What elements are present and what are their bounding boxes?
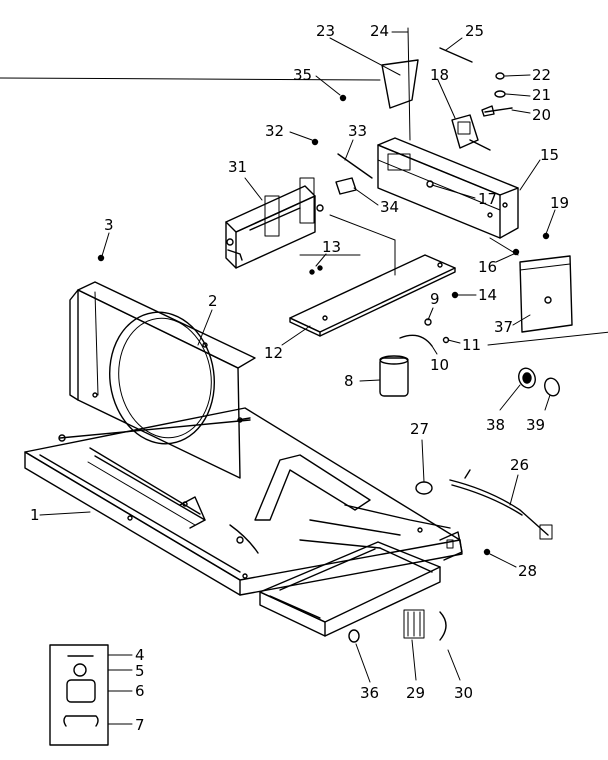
bracket-23 <box>381 27 419 141</box>
capacitor-strap <box>399 318 450 347</box>
label-30: 30 <box>454 684 473 702</box>
fan-shroud <box>69 281 256 479</box>
label-16: 16 <box>478 258 497 276</box>
label-20: 20 <box>532 106 551 124</box>
power-cord <box>449 469 553 540</box>
label-21: 21 <box>532 86 551 104</box>
capacitor <box>379 355 409 397</box>
thermostat <box>415 481 433 495</box>
label-9: 9 <box>430 290 440 308</box>
screws <box>97 94 550 556</box>
label-6: 6 <box>135 682 145 700</box>
label-37: 37 <box>494 318 513 336</box>
rotary-switch <box>451 114 491 151</box>
control-knobs <box>518 367 560 397</box>
label-15: 15 <box>540 146 559 164</box>
label-11: 11 <box>462 336 481 354</box>
label-27: 27 <box>410 420 429 438</box>
label-26: 26 <box>510 456 529 474</box>
label-13: 13 <box>322 238 341 256</box>
callout-numbers: 1 2 3 4 5 6 7 8 9 10 11 12 13 14 15 16 1… <box>30 22 569 734</box>
switch-hardware <box>481 72 513 117</box>
label-12: 12 <box>264 344 283 362</box>
label-35: 35 <box>293 66 312 84</box>
label-3: 3 <box>104 216 114 234</box>
support-rail <box>289 214 456 337</box>
part-36 <box>348 629 360 643</box>
label-39: 39 <box>526 416 545 434</box>
base-pan <box>24 407 463 596</box>
label-28: 28 <box>518 562 537 580</box>
label-18: 18 <box>430 66 449 84</box>
label-25: 25 <box>465 22 484 40</box>
label-8: 8 <box>344 372 354 390</box>
label-33: 33 <box>348 122 367 140</box>
leader-lines <box>39 31 556 725</box>
drain-tray <box>259 531 463 637</box>
terminal-block <box>403 609 447 641</box>
scan-line <box>0 77 381 81</box>
label-23: 23 <box>316 22 335 40</box>
label-29: 29 <box>406 684 425 702</box>
label-36: 36 <box>360 684 379 702</box>
rod-25 <box>439 47 473 63</box>
motor-bracket <box>225 177 324 269</box>
label-38: 38 <box>486 416 505 434</box>
panel-37 <box>487 255 608 346</box>
label-19: 19 <box>550 194 569 212</box>
label-14: 14 <box>478 286 497 304</box>
inset-hardware-box <box>49 644 109 746</box>
label-32: 32 <box>265 122 284 140</box>
label-4: 4 <box>135 646 145 664</box>
label-1: 1 <box>30 506 40 524</box>
label-34: 34 <box>380 198 399 216</box>
label-2: 2 <box>208 292 218 310</box>
label-31: 31 <box>228 158 247 176</box>
label-5: 5 <box>135 662 145 680</box>
label-24: 24 <box>370 22 389 40</box>
label-22: 22 <box>532 66 551 84</box>
label-10: 10 <box>430 356 449 374</box>
label-7: 7 <box>135 716 145 734</box>
label-17: 17 <box>478 190 497 208</box>
control-box <box>377 137 519 256</box>
